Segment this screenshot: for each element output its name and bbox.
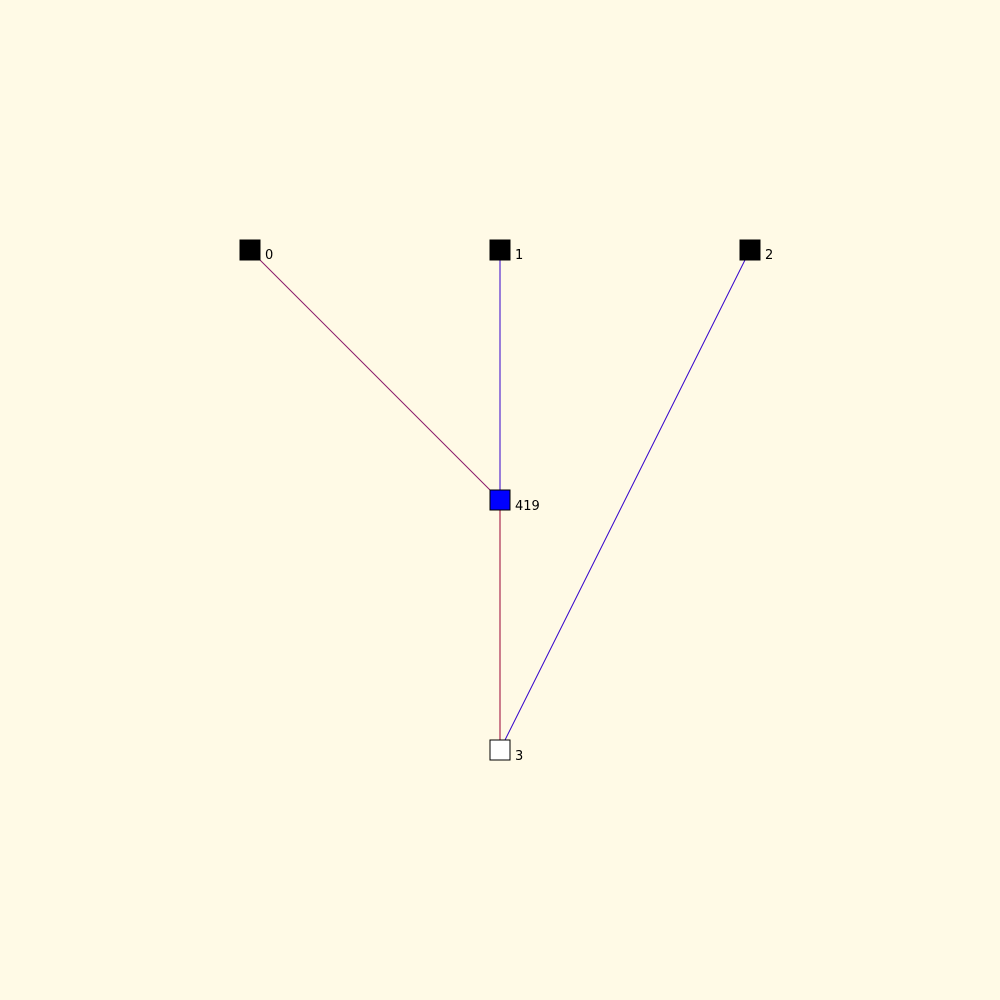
node-1[interactable]: 1 — [489, 239, 523, 263]
node-0-square[interactable] — [239, 239, 261, 261]
edges-layer — [249, 249, 751, 751]
node-3-label: 3 — [515, 749, 523, 764]
node-419-square[interactable] — [489, 489, 511, 511]
node-0[interactable]: 0 — [239, 239, 273, 263]
nodes-layer: 0 1 2 419 3 — [239, 239, 773, 764]
edge-2-3 — [499, 249, 751, 751]
node-0-label: 0 — [265, 248, 273, 263]
node-2-label: 2 — [765, 248, 773, 263]
node-2-square[interactable] — [739, 239, 761, 261]
node-419-label: 419 — [515, 499, 540, 514]
node-419[interactable]: 419 — [489, 489, 540, 514]
node-2[interactable]: 2 — [739, 239, 773, 263]
edge-0-419 — [249, 249, 501, 501]
node-3-square[interactable] — [489, 739, 511, 761]
node-1-square[interactable] — [489, 239, 511, 261]
node-1-label: 1 — [515, 248, 523, 263]
node-3[interactable]: 3 — [489, 739, 523, 764]
